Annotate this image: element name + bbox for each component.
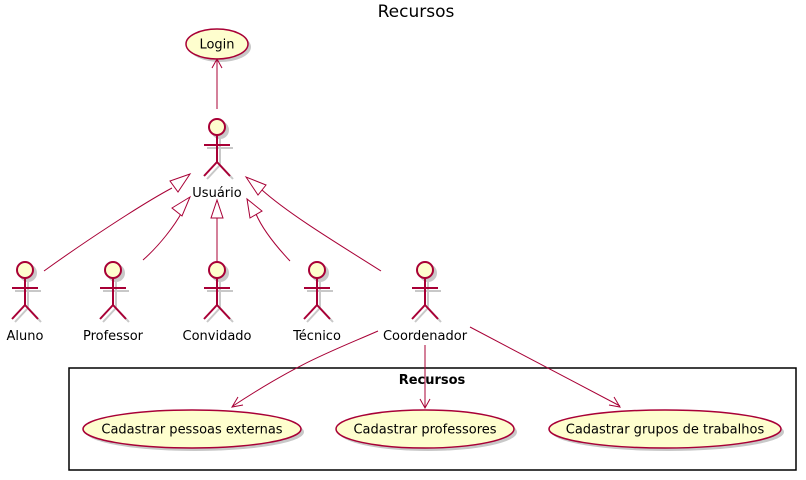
actor-coordenador-label: Coordenador	[383, 329, 468, 344]
actor-tecnico-label: Técnico	[292, 329, 341, 344]
package-title: Recursos	[399, 373, 466, 388]
actor-aluno: Aluno	[7, 261, 44, 344]
usecase-login: Login	[185, 28, 251, 62]
usecase-cadastrar-professores: Cadastrar professores	[335, 409, 517, 451]
usecase-cadastrar-grupos-de-trabalhos-label: Cadastrar grupos de trabalhos	[566, 423, 765, 438]
actor-convidado: Convidado	[183, 261, 252, 344]
actor-tecnico: Técnico	[292, 261, 341, 344]
association-usuario-login	[211, 57, 223, 109]
package-recursos: Recursos	[68, 367, 797, 471]
usecase-cadastrar-grupos-de-trabalhos: Cadastrar grupos de trabalhos	[548, 409, 784, 451]
usecase-cadastrar-pessoas-externas-label: Cadastrar pessoas externas	[101, 423, 282, 438]
association-edges-coordenador	[231, 326, 621, 410]
generalization-edges	[43, 173, 382, 272]
actor-aluno-label: Aluno	[7, 329, 44, 344]
actor-convidado-label: Convidado	[183, 329, 252, 344]
actor-usuario: Usuário	[192, 118, 242, 201]
usecase-cadastrar-pessoas-externas: Cadastrar pessoas externas	[82, 409, 304, 451]
usecase-login-label: Login	[199, 38, 234, 53]
actor-coordenador: Coordenador	[383, 261, 468, 344]
actor-usuario-label: Usuário	[192, 186, 241, 201]
actor-professor: Professor	[83, 261, 144, 344]
actor-professor-label: Professor	[83, 329, 144, 344]
diagram-title: Recursos	[378, 2, 455, 22]
usecase-cadastrar-professores-label: Cadastrar professores	[353, 423, 496, 438]
